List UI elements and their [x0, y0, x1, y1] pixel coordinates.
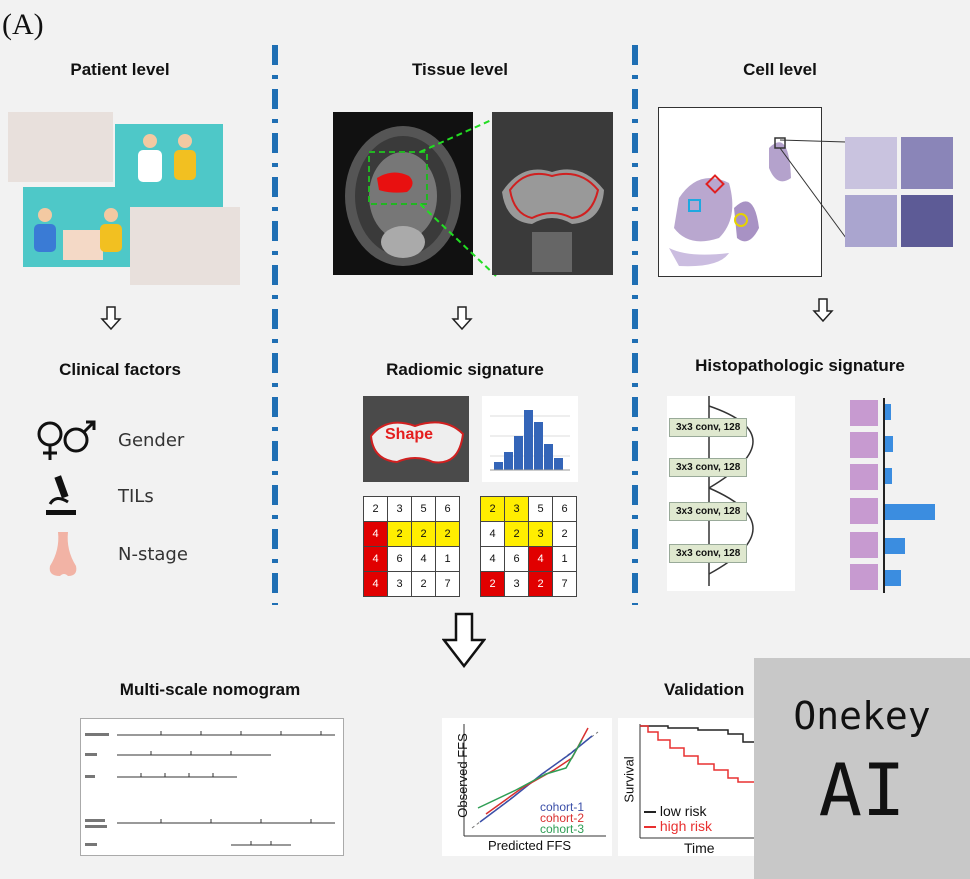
survival-legend: low risk high risk [644, 804, 712, 834]
down-arrow-icon [100, 306, 122, 331]
conv-layer: 3x3 conv, 128 [669, 502, 748, 521]
legend-cohort-1: cohort-1 [540, 800, 585, 814]
watermark-line-1: Onekey [793, 694, 931, 738]
gender-icon [34, 418, 96, 460]
clinical-factors-title: Clinical factors [59, 360, 181, 379]
patient-doctor-illustration [8, 112, 258, 287]
whole-slide-image [658, 107, 822, 277]
clinical-item-label: TILs [118, 486, 154, 507]
histogram-chart [482, 396, 578, 482]
histopathologic-signature-title: Histopathologic signature [695, 356, 905, 375]
calibration-legend: cohort-1 cohort-2 cohort-3 [540, 800, 585, 836]
legend-low-risk: low risk [644, 804, 712, 819]
mri-zoom-image [492, 112, 613, 275]
nomogram-title: Multi-scale nomogram [119, 680, 301, 699]
nose-icon [46, 530, 80, 580]
slide-zoom-lines [780, 139, 847, 239]
legend-high-risk: high risk [644, 819, 712, 834]
conv-layer: 3x3 conv, 128 [669, 544, 748, 563]
patch-weight-bars [850, 398, 940, 593]
microscope-icon [44, 474, 78, 518]
radiomic-shape-image: Shape [363, 396, 469, 482]
calibration-plot: Observed FFS Predicted FFS cohort-1 coho… [442, 718, 612, 856]
panel-label: (A) [2, 8, 44, 41]
cell-patches [845, 137, 963, 247]
watermark-box: Onekey AI [754, 658, 970, 879]
tissue-level-title: Tissue level [411, 60, 509, 79]
patient-level-title: Patient level [70, 60, 170, 79]
survival-plot: Survival Time low risk high risk [618, 718, 758, 856]
validation-title: Validation [664, 680, 745, 699]
big-down-arrow-icon [442, 612, 486, 668]
conv-layer: 3x3 conv, 128 [669, 458, 748, 477]
calibration-ylabel: Observed FFS [454, 733, 470, 818]
down-arrow-icon [451, 306, 473, 331]
calibration-xlabel: Predicted FFS [488, 838, 572, 853]
zoom-connector-lines [420, 117, 497, 277]
down-arrow-icon [812, 298, 834, 323]
watermark-line-2: AI [818, 748, 906, 832]
column-divider-right [632, 45, 638, 605]
resnet-block-diagram: 3x3 conv, 128 3x3 conv, 128 3x3 conv, 12… [667, 396, 795, 591]
legend-cohort-2: cohort-2 [540, 811, 585, 825]
shape-label: Shape [385, 426, 434, 443]
legend-cohort-3: cohort-3 [540, 822, 585, 836]
survival-xlabel: Time [684, 840, 715, 856]
radiomic-signature-title: Radiomic signature [386, 360, 544, 379]
nomogram-chart [80, 718, 344, 856]
survival-ylabel: Survival [621, 756, 637, 803]
clinical-item-label: N-stage [118, 544, 188, 565]
conv-layer: 3x3 conv, 128 [669, 418, 748, 437]
cell-level-title: Cell level [743, 60, 817, 79]
column-divider-left [272, 45, 278, 605]
clinical-item-label: Gender [118, 430, 185, 451]
